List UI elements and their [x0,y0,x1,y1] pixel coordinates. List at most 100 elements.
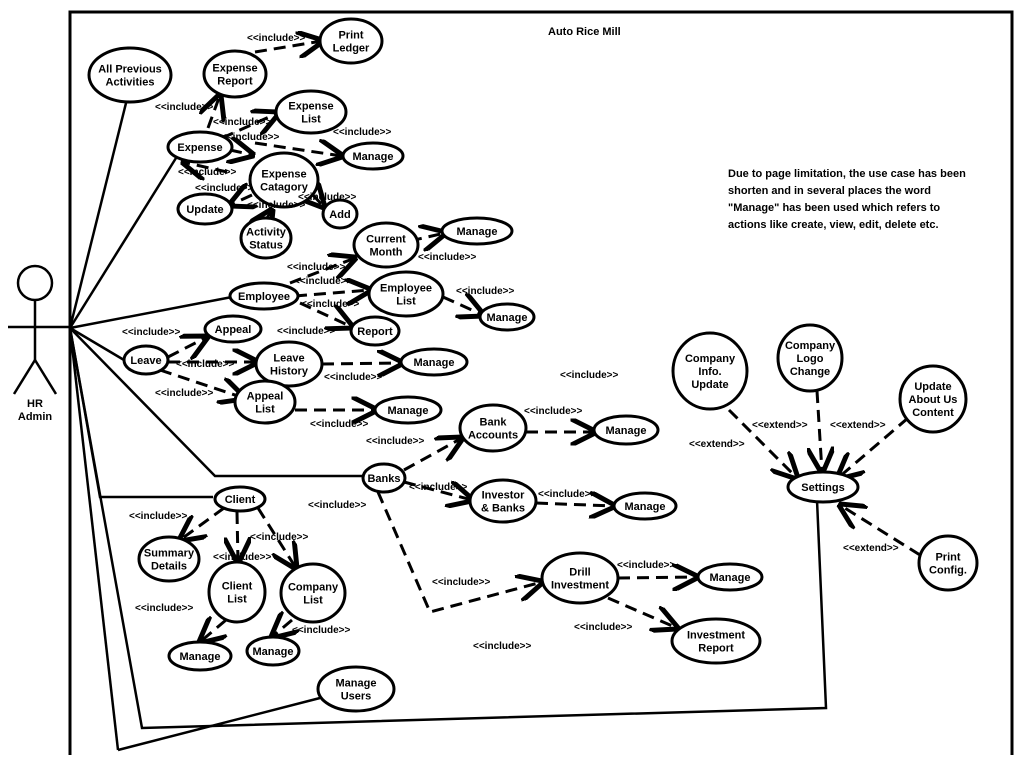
use-case-ellipse [202,49,268,99]
use-case-label: Manage [353,151,394,163]
relation-arrow [256,507,296,568]
include-label: <<include>> [292,625,351,636]
include-label: <<include>> [366,436,425,447]
relation-arrow [840,505,921,557]
relation-arrow [294,290,370,296]
use-case-label: Manage [388,405,429,417]
relation-arrow [376,491,542,614]
relation-arrow [289,258,355,285]
use-case-ellipse [776,323,844,393]
include-label: <<include>> [524,406,583,417]
include-label: <<include>> [129,511,188,522]
relation-arrow [442,297,483,315]
system-title: Auto Rice Mill [548,26,621,38]
include-label: <<include>> [560,370,619,381]
use-case-ellipse [349,315,401,347]
use-case-appeal: Appeal [203,314,263,344]
include-label: <<include>> [176,359,235,370]
include-label: <<include>> [247,200,306,211]
use-case-ellipse [279,562,347,624]
use-case-ellipse [228,281,300,311]
include-label: <<include>> [418,252,477,263]
use-case-manage-company-list: Manage [245,635,301,667]
use-case-label: Manage [253,646,294,658]
use-case-label: Manage [606,425,647,437]
relation-arrow [403,438,462,472]
use-case-manage-appeal-list: Manage [373,395,443,425]
use-case-ellipse [352,221,420,269]
relation-arrow [254,143,342,156]
use-case-ellipse [361,462,407,494]
relation-arrow [230,150,253,155]
use-case-ellipse [318,17,384,65]
use-case-investor-banks: Investor& Banks [468,478,538,524]
associations [68,86,828,752]
include-label: <<include>> [617,560,676,571]
use-case-ellipse [213,485,267,513]
use-case-manage-leave-history: Manage [399,347,469,377]
use-case-ellipse [245,635,301,667]
relation-arrow [208,95,220,129]
relation-arrow [180,506,225,540]
actor-hr-admin [8,264,70,395]
use-case-label: Add [329,209,350,221]
relation-arrow [237,511,238,562]
use-case-label: Employee [238,291,290,303]
extend-label: <<extend>> [843,543,899,554]
relation-labels: <<include>><<include>><<include>><<inclu… [122,33,899,652]
use-case-ellipse [274,89,348,135]
use-case-label: Investor& Banks [481,490,525,515]
relation-arrow [221,113,278,140]
relation-arrow [617,577,697,578]
note: Due to page limitation, the use case has… [728,168,966,231]
relation-arrow [299,301,352,327]
extend-label: <<extend>> [689,439,745,450]
relation-arrow [403,480,472,500]
use-case-manage-expense-list: Manage [341,141,405,171]
include-label: <<include>> [213,552,272,563]
use-case-label: Expense [177,142,222,154]
use-case-ellipse [373,395,443,425]
use-case-label: Report [357,326,393,338]
include-label: <<include>> [178,167,237,178]
use-case-label: Settings [801,482,844,494]
include-label: <<include>> [298,192,357,203]
use-case-label: Leave [130,355,161,367]
use-case-ellipse [122,344,170,376]
use-case-ellipse [233,379,297,425]
use-case-ellipse [87,46,173,104]
use-case-expense: Expense [166,130,234,164]
use-case-label: Appeal [215,324,252,336]
include-label: <<include>> [456,286,515,297]
use-case-ellipse [248,151,320,209]
use-case-manage-current-month: Manage [440,216,514,246]
use-case-add: Add [321,198,359,230]
use-case-label: Manage [710,572,751,584]
relation-arrow [230,195,252,205]
